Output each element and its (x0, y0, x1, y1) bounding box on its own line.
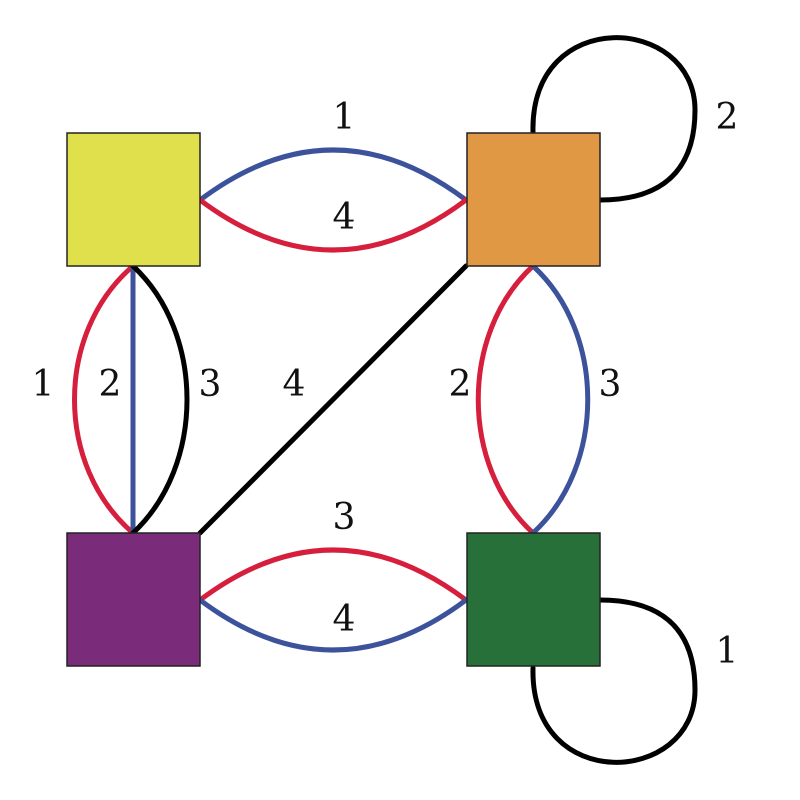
node-orange (466, 132, 601, 267)
edge-green-loop-black (530, 597, 698, 765)
edge-label: 1 (716, 631, 739, 672)
edge-orange-green-blue (530, 263, 591, 536)
edge-label: 1 (333, 97, 356, 138)
edge-label: 3 (333, 497, 356, 538)
edge-label: 2 (99, 364, 122, 405)
edge-yellow-orange-red (197, 197, 469, 253)
edge-label: 3 (599, 364, 622, 405)
edge-label: 4 (333, 197, 356, 238)
edge-purple-green-red (197, 547, 469, 603)
node-yellow (66, 132, 201, 267)
edge-label: 4 (333, 599, 356, 640)
edge-label: 3 (199, 364, 222, 405)
edge-orange-loop-black (530, 35, 698, 203)
edge-purple-green-blue (197, 597, 469, 653)
edge-label: 2 (449, 364, 472, 405)
edge-label: 2 (716, 97, 739, 138)
edge-orange-green-red (475, 263, 536, 536)
node-purple (66, 532, 201, 667)
edge-orange-purple-black (197, 263, 469, 536)
edge-yellow-purple-red (72, 263, 136, 536)
node-green (466, 532, 601, 667)
edge-label: 1 (32, 364, 55, 405)
edge-yellow-orange-blue (197, 147, 469, 203)
edge-yellow-purple-black (130, 263, 190, 536)
edge-label: 4 (283, 364, 306, 405)
